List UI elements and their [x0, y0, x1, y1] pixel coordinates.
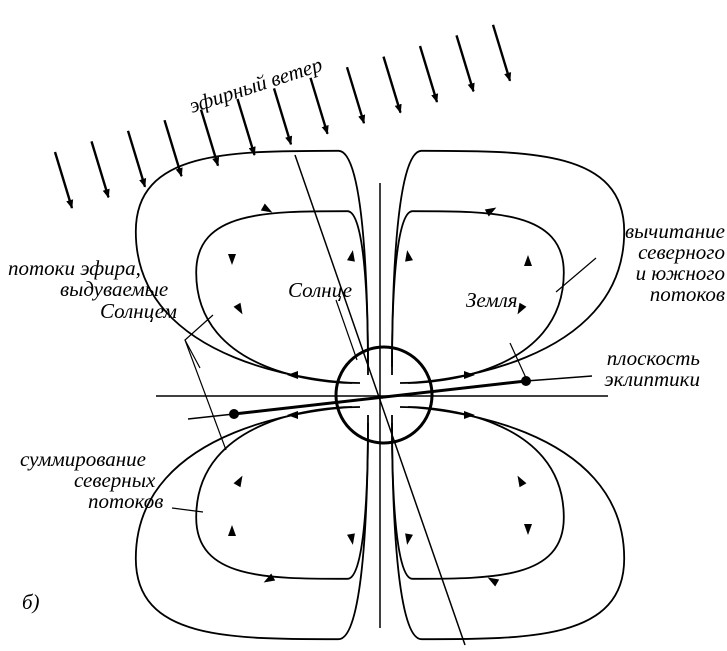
flow-direction-arrow [524, 255, 532, 266]
flows-label-line2: выдуваемые [60, 277, 168, 301]
flow-direction-arrow [514, 474, 526, 488]
panel-label: б) [22, 590, 40, 614]
flow-direction-arrow [287, 371, 298, 379]
outer-flow-loop [392, 407, 624, 639]
wind-arrow [165, 120, 182, 176]
inner-flow-loop [196, 407, 368, 579]
flow-direction-arrow [347, 533, 357, 545]
ecliptic-label-line2: эклиптики [604, 367, 700, 391]
flow-direction-arrow [287, 411, 298, 419]
earth-label-leader [510, 343, 526, 378]
wind-arrow [55, 152, 72, 208]
ecliptic-leader-left [188, 414, 234, 419]
opposite-orbit-point [229, 409, 239, 419]
wind-arrow [347, 67, 364, 123]
flow-direction-arrow [464, 371, 475, 379]
flow-direction-arrow [403, 249, 413, 261]
wind-arrow [128, 131, 145, 187]
wind-arrow [238, 99, 255, 155]
flow-direction-arrow [234, 474, 246, 488]
flow-direction-arrow [524, 524, 532, 535]
flows-label-leader-2 [185, 340, 226, 450]
flows-label-line3: Солнцем [100, 299, 177, 323]
subtraction-leader [556, 258, 596, 292]
wind-arrow [92, 141, 109, 197]
wind-arrow [384, 57, 401, 113]
inner-flow-loop [392, 407, 564, 579]
summation-label-line3: потоков [88, 489, 163, 513]
wind-arrow [420, 46, 437, 102]
outer-flow-loop [136, 407, 368, 639]
wind-arrow [311, 78, 328, 134]
ecliptic-leader-right [526, 376, 592, 381]
ether-wind-label: эфирный ветер [186, 52, 325, 118]
sun-label-leader [336, 300, 357, 360]
sun-circle [336, 347, 432, 443]
flow-direction-arrow [228, 525, 236, 536]
flow-direction-arrow [347, 249, 357, 261]
summation-leader [172, 508, 203, 512]
flow-direction-arrow [403, 533, 413, 545]
wind-arrow [493, 25, 510, 81]
ether-wind-arrows [55, 25, 510, 208]
earth-label: Земля [466, 288, 518, 312]
flow-direction-arrow [228, 254, 236, 265]
wind-arrow [457, 35, 474, 91]
sun-label: Солнце [288, 278, 352, 302]
flow-direction-arrow [234, 303, 246, 317]
wind-arrow [274, 88, 291, 144]
flow-direction-arrow [464, 411, 475, 419]
outer-flow-loop [392, 151, 624, 383]
subtraction-label-line4: потоков [650, 282, 725, 306]
